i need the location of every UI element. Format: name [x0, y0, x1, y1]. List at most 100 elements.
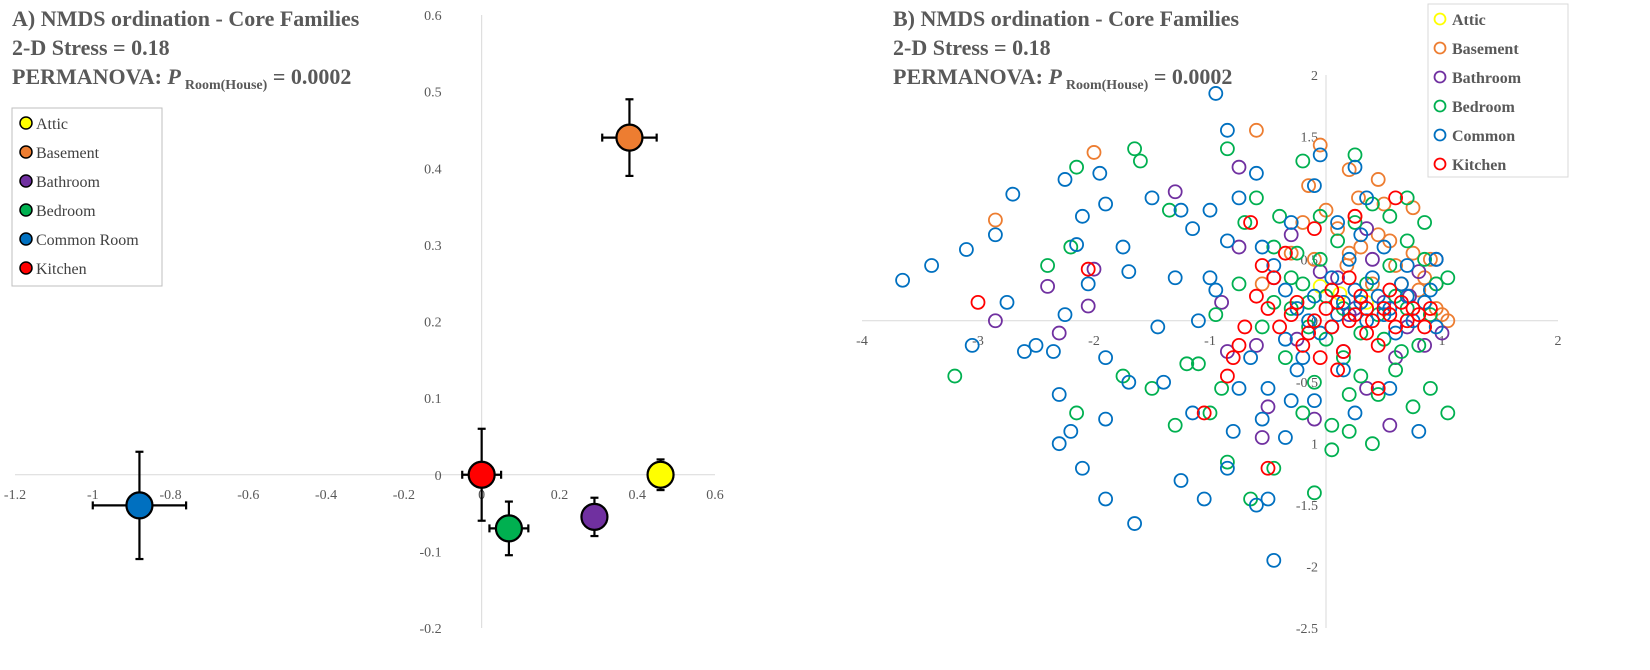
panel-b-point: [1307, 288, 1322, 304]
panel-b-point: [1388, 258, 1403, 273]
panel-b-point: [1231, 190, 1247, 206]
panel-b-point: [1057, 172, 1073, 187]
panel-b-point: [1376, 307, 1392, 323]
panel-b-point: [1051, 325, 1067, 341]
panel-b-point: [1243, 215, 1258, 230]
panel-b-point: [1254, 430, 1270, 445]
panel-b-point: [1231, 380, 1247, 396]
panel-a-legend-label: Basement: [36, 145, 100, 162]
panel-b-legend-marker: [1433, 41, 1447, 55]
panel-a-legend-marker: [19, 174, 33, 188]
panel-a-legend-label: Attic: [36, 116, 68, 133]
panel-b-point: [1347, 147, 1363, 163]
panel-b-y-tick-label: -1.5: [1296, 499, 1318, 514]
panel-b-point: [1307, 251, 1322, 267]
panel-b-point: [1283, 245, 1299, 261]
panel-b-stress: 2-D Stress = 0.18: [893, 35, 1051, 60]
panel-b-point: [1208, 86, 1224, 101]
panel-b-permanova-prefix: PERMANOVA:: [893, 64, 1048, 89]
panel-b-legend-marker: [1433, 128, 1447, 142]
panel-b-point: [1353, 368, 1369, 384]
panel-a-point-group: [580, 496, 609, 538]
panel-b-point: [1341, 270, 1357, 286]
panel-b-point: [999, 294, 1015, 310]
panel-b-point: [1324, 417, 1340, 433]
panel-b-point: [1260, 380, 1276, 396]
panel-b-y-tick-label: 1.5: [1301, 130, 1319, 145]
panel-b-point: [1162, 202, 1177, 218]
panel-b-point: [1423, 301, 1438, 316]
panel-b-legend-label: Bedroom: [1452, 99, 1515, 116]
panel-b-point: [1301, 178, 1316, 194]
panel-b-point: [1167, 270, 1183, 286]
panel-b-point: [1353, 288, 1369, 304]
panel-b-point: [1127, 516, 1142, 531]
panel-b-point: [1266, 239, 1282, 255]
panel-b-point: [1266, 270, 1282, 286]
panel-b-point: [1423, 251, 1438, 267]
panel-b-point: [959, 242, 974, 257]
panel-b-point: [1307, 411, 1322, 427]
panel-b-point: [1370, 387, 1386, 402]
panel-b-point: [1208, 282, 1224, 298]
panel-b-point: [1370, 172, 1386, 187]
panel-b-legend-marker: [1433, 99, 1447, 113]
panel-b-point: [1237, 215, 1253, 230]
panel-b-point: [1417, 215, 1432, 230]
panel-a-x-tick-label: 0.4: [628, 488, 646, 503]
panel-b-point: [1440, 270, 1456, 286]
panel-b-legend-box: [1427, 3, 1569, 178]
panel-b-point: [1330, 215, 1345, 230]
panel-b-point: [1382, 208, 1398, 224]
panel-b-point: [1156, 374, 1171, 390]
panel-a-legend-marker: [19, 116, 33, 130]
panel-b-point: [988, 212, 1003, 228]
panel-a-point-kitchen: [467, 460, 496, 489]
panel-b-point: [1272, 208, 1287, 224]
panel-b-point: [1208, 307, 1224, 323]
panel-b-point: [1249, 190, 1264, 206]
panel-b-point: [1428, 319, 1444, 335]
panel-b-legend-label: Common: [1452, 128, 1515, 145]
panel-a-y-tick-label: 0.3: [424, 239, 442, 254]
panel-b-point: [1278, 245, 1293, 261]
panel-b-point: [1423, 307, 1438, 323]
panel-b-point: [1098, 350, 1113, 366]
panel-b-point: [1388, 319, 1403, 335]
panel-b-point: [1075, 460, 1090, 476]
panel-a-x-tick-label: 0.6: [706, 488, 724, 503]
panel-b-point: [1307, 374, 1322, 390]
panel-a-legend-marker: [19, 261, 33, 275]
panel-b-point: [1220, 233, 1235, 249]
panel-b-point: [1428, 251, 1444, 267]
panel-b-point: [1382, 380, 1398, 396]
panel-b-point: [1266, 553, 1282, 568]
panel-b-point: [1005, 186, 1021, 202]
panel-b-point: [1121, 374, 1137, 390]
panel-b-point: [1191, 313, 1206, 329]
panel-b-x-tick-label: -2: [1088, 334, 1100, 349]
panel-b-point: [1440, 405, 1456, 421]
panel-b-point: [1080, 276, 1096, 292]
panel-b-point: [1069, 159, 1084, 175]
panel-b-point: [1167, 184, 1183, 200]
panel-b-point: [924, 258, 939, 273]
panel-b-point: [1347, 159, 1363, 175]
panel-b-point: [1289, 245, 1305, 261]
panel-a-legend-box: [11, 107, 163, 287]
panel-b-point: [1417, 319, 1432, 335]
panel-b-point: [1365, 436, 1380, 452]
panel-b-point: [1347, 215, 1363, 230]
panel-b-point: [1046, 344, 1061, 359]
panel-b-point: [1260, 399, 1276, 415]
panel-b-point: [1359, 301, 1374, 316]
panel-b-point: [1376, 239, 1392, 255]
panel-b-title: B) NMDS ordination - Core Families: [893, 6, 1240, 31]
panel-b-point: [1080, 261, 1096, 277]
panel-b-point: [964, 337, 980, 353]
panel-b-x-tick-label: 2: [1555, 334, 1562, 349]
panel-a-point-group: [646, 458, 675, 492]
